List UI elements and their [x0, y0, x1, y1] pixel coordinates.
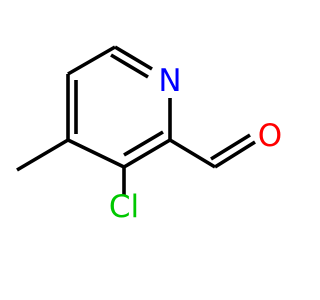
chlorine-atom-label: Cl: [109, 189, 139, 225]
molecule-structure: N O Cl: [16, 45, 282, 225]
bond-c5-c6: [67, 45, 116, 76]
nitrogen-atom-label: N: [158, 63, 181, 99]
bond-c6-n1-double-inner: [110, 53, 149, 79]
bond-c2-c3-double: [123, 138, 171, 169]
oxygen-atom-label: O: [258, 118, 282, 154]
bond-c4-methyl: [16, 138, 69, 172]
bond-c3-c4: [67, 138, 125, 169]
bond-c2-c3-double-inner: [123, 130, 164, 157]
bond-c6-n1-double: [114, 45, 153, 71]
bond-c2-cho: [169, 138, 216, 169]
bond-cho-o-double-inner: [210, 133, 251, 161]
bond-cho-o-double: [214, 140, 256, 169]
